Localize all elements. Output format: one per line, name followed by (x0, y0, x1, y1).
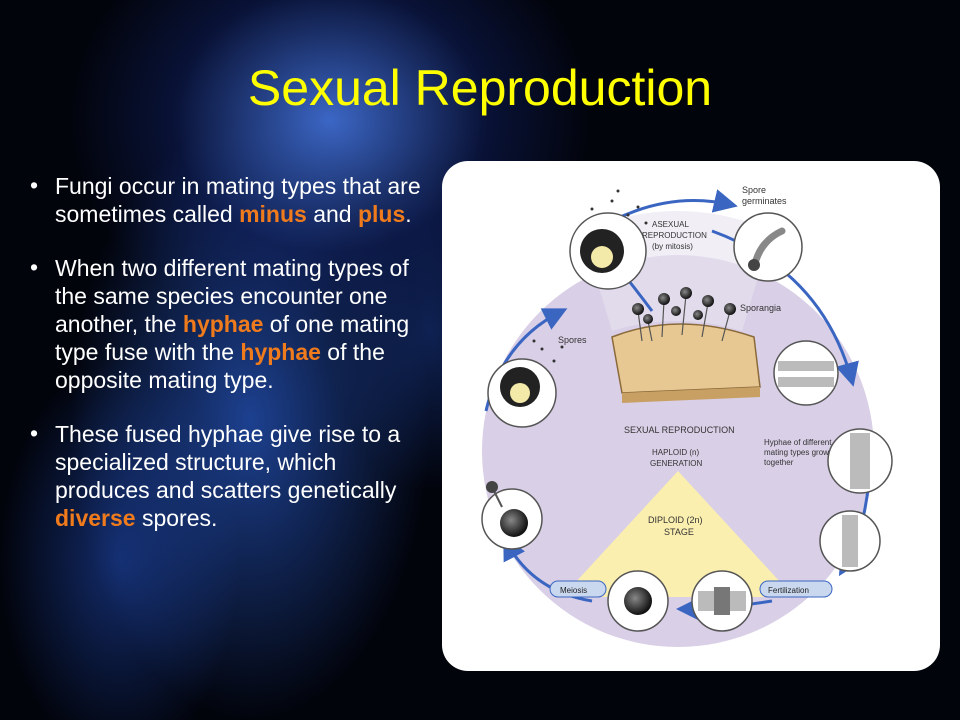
label-germinates: germinates (742, 196, 787, 206)
hyphae-approach-illustration (773, 340, 839, 406)
label-sporangia: Sporangia (740, 303, 781, 313)
diploid-zygote-illustration (607, 570, 669, 632)
label-hyphae-1: Hyphae of different (764, 438, 832, 447)
label-asexual: ASEXUAL (652, 220, 689, 229)
label-diploid: DIPLOID (2n) (648, 515, 703, 525)
label-reproduction: REPRODUCTION (642, 231, 707, 240)
bullet-item: • When two different mating types of the … (30, 254, 425, 394)
label-haploid: HAPLOID (n) (652, 448, 699, 457)
bullet-icon: • (30, 172, 39, 198)
meiosis-label-pill (549, 580, 607, 598)
cycle-arrow (503, 535, 593, 603)
hyphae-fusion-illustration (819, 510, 881, 572)
slide-title: Sexual Reproduction (247, 60, 713, 116)
label-meiosis: Meiosis (560, 586, 587, 595)
bullet-item: • Fungi occur in mating types that are so… (30, 172, 425, 228)
diagram-panel: Spore germinates ASEXUAL REPRODUCTION (b… (442, 161, 940, 671)
bullet-text: of one mating type fuse with the (55, 311, 410, 365)
fungi-life-cycle-diagram: Spore germinates ASEXUAL REPRODUCTION (b… (481, 185, 893, 647)
label-spore: Spore (742, 185, 766, 195)
label-hyphae-2: mating types grow (764, 448, 829, 457)
spore-release-illustration (487, 339, 564, 428)
highlight-term: minus (239, 201, 307, 227)
cycle-arrow (611, 189, 738, 223)
bullet-item: • These fused hyphae give rise to a speci… (30, 420, 425, 532)
bullet-text: of the opposite mating type. (55, 339, 385, 393)
bullet-text: spores. (135, 505, 218, 531)
label-by-mitosis: (by mitosis) (652, 242, 693, 251)
label-sexual-reproduction: SEXUAL REPRODUCTION (624, 425, 735, 435)
label-spores: Spores (558, 335, 587, 345)
germinating-spore-illustration (733, 212, 803, 282)
diploid-region (562, 471, 794, 597)
germinating-zygospore-illustration (481, 481, 543, 550)
zygospore-illustration (691, 570, 753, 632)
haploid-region (482, 255, 874, 647)
highlight-term: plus (357, 201, 406, 227)
sporangium-illustration (569, 189, 648, 290)
bullet-text: and (306, 201, 358, 227)
highlight-term: hyphae (240, 339, 321, 365)
bread-mold-illustration (611, 287, 761, 403)
label-hyphae-3: together (764, 458, 794, 467)
hyphae-contact-illustration (827, 428, 893, 494)
highlight-term: diverse (55, 505, 136, 531)
label-generation: GENERATION (650, 459, 703, 468)
bullet-text: . (405, 201, 412, 227)
bullet-icon: • (30, 254, 39, 280)
bullet-icon: • (30, 420, 39, 446)
bullet-text: When two different mating types of the s… (55, 255, 409, 337)
label-stage: STAGE (664, 527, 694, 537)
highlight-term: hyphae (182, 311, 264, 337)
label-fertilization: Fertilization (768, 586, 809, 595)
bullet-text: These fused hyphae give rise to a specia… (55, 421, 401, 503)
fertilization-label-pill (759, 580, 833, 598)
bullet-text: Fungi occur in mating types that are som… (55, 173, 421, 227)
bullet-list: • Fungi occur in mating types that are so… (30, 172, 425, 558)
